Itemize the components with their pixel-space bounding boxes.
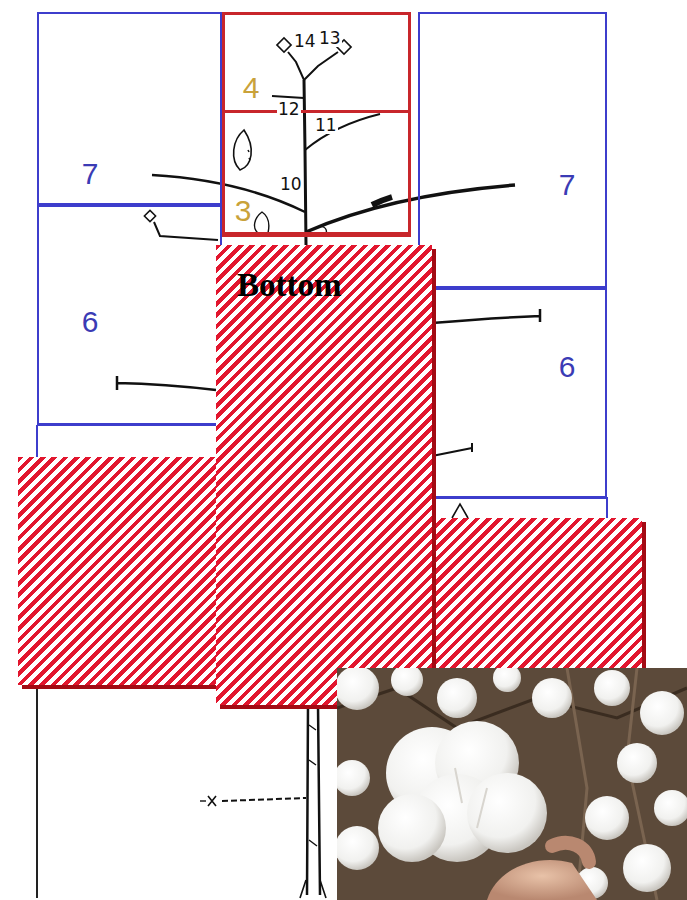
zone-number: 7: [82, 159, 99, 189]
cotton-boll-photo: [337, 668, 687, 900]
node-number: 14: [293, 33, 317, 50]
node-number: 12: [277, 101, 301, 118]
striped-overlay: [430, 518, 642, 668]
zone-box: 4: [222, 12, 411, 113]
node-number: 11: [314, 117, 338, 134]
zone-number: 4: [243, 73, 260, 103]
zone-number: 6: [82, 307, 99, 337]
zone-box: 6: [418, 288, 607, 498]
node-number: 13: [318, 30, 342, 47]
striped-zone: Bottom: [216, 245, 432, 705]
node-number: 10: [279, 176, 303, 193]
zone-box: 7: [418, 12, 607, 288]
zone-box: 6: [37, 205, 222, 425]
zone-label: Bottom: [237, 269, 341, 302]
striped-overlay: [18, 457, 217, 685]
zone-number: 7: [559, 170, 576, 200]
zone-number: 3: [235, 196, 252, 226]
zone-box: 7: [37, 12, 222, 205]
zone-number: 6: [559, 352, 576, 382]
